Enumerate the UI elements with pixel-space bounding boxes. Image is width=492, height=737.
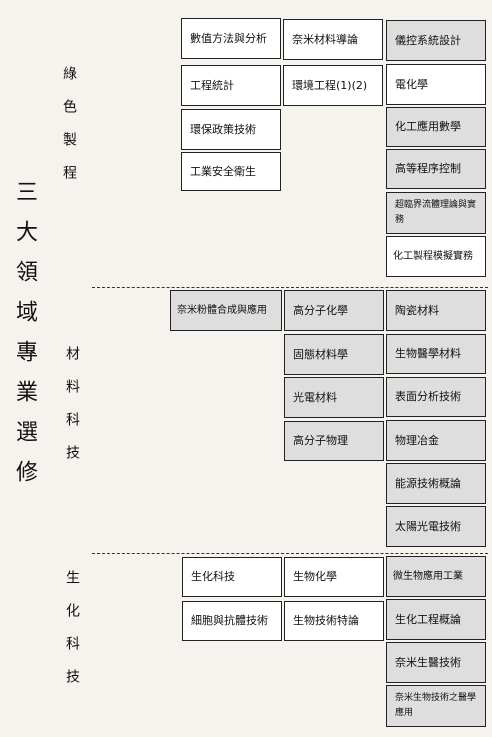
course-box: 超臨界流體理論與實務 xyxy=(386,192,486,234)
course-box: 儀控系統設計 xyxy=(386,20,486,61)
course-box: 奈米生醫技術 xyxy=(386,642,486,683)
course-box: 生物化學 xyxy=(284,557,384,597)
course-box: 生物技術特論 xyxy=(284,601,384,641)
course-box: 奈米材料導論 xyxy=(283,19,383,60)
main-title: 三大領域專業選修 xyxy=(12,180,37,500)
course-box: 環境工程(1)(2) xyxy=(283,65,383,106)
course-box: 微生物應用工業 xyxy=(386,556,486,597)
course-box: 環保政策技術 xyxy=(181,109,281,150)
course-box: 陶瓷材料 xyxy=(386,290,486,331)
course-box: 生化工程概論 xyxy=(386,599,486,640)
section-divider xyxy=(92,553,488,554)
course-box: 工程統計 xyxy=(181,65,281,106)
course-box: 光電材料 xyxy=(284,377,384,418)
course-box: 高分子化學 xyxy=(284,290,384,331)
section-divider xyxy=(92,287,488,288)
course-box: 生物醫學材料 xyxy=(386,334,486,374)
course-box: 高分子物理 xyxy=(284,421,384,461)
course-box: 化工製程模擬實務 xyxy=(386,236,486,277)
course-box: 固態材料學 xyxy=(284,334,384,375)
course-box: 太陽光電技術 xyxy=(386,506,486,547)
course-box: 細胞與抗體技術 xyxy=(182,601,282,641)
course-box: 工業安全衛生 xyxy=(181,152,281,191)
section-label-green-process: 綠色製程 xyxy=(61,66,77,198)
course-box: 高等程序控制 xyxy=(386,149,486,189)
course-box: 物理冶金 xyxy=(386,420,486,461)
section-label-biochem-tech: 生化科技 xyxy=(64,570,80,702)
course-box: 電化學 xyxy=(386,64,486,105)
course-box: 表面分析技術 xyxy=(386,377,486,417)
course-box: 奈米生物技術之醫學應用 xyxy=(386,685,486,727)
course-box: 化工應用數學 xyxy=(386,107,486,147)
course-box: 數值方法與分析 xyxy=(181,18,281,59)
section-label-materials-tech: 材料科技 xyxy=(64,346,80,478)
course-box: 能源技術概論 xyxy=(386,463,486,504)
course-box: 生化科技 xyxy=(182,557,282,597)
course-box: 奈米粉體合成與應用 xyxy=(170,290,282,331)
